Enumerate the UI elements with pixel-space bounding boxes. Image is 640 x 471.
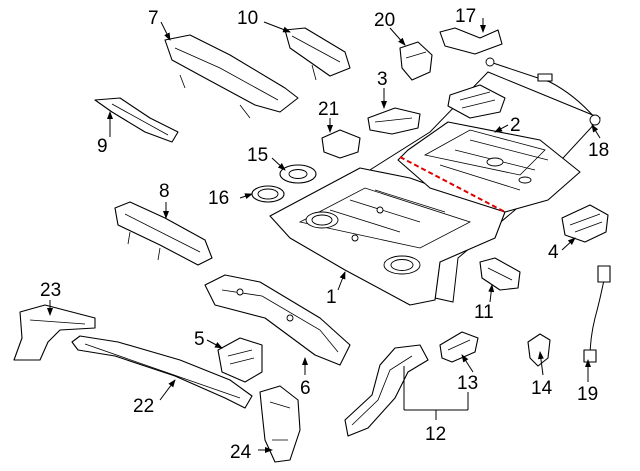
part-21-bracket[interactable] — [321, 129, 361, 159]
callout-20: 20 — [374, 10, 395, 31]
callout-5: 5 — [194, 329, 205, 350]
callout-13: 13 — [457, 373, 478, 394]
part-7-rear-panel-support[interactable] — [164, 34, 299, 119]
part-5-mount[interactable] — [217, 337, 263, 383]
part-6-crossmember[interactable] — [204, 274, 351, 366]
part-4-side-bracket[interactable] — [561, 204, 609, 243]
callout-19: 19 — [577, 384, 598, 405]
callout-23: 23 — [40, 280, 61, 301]
callout-21: 21 — [318, 99, 339, 120]
part-2-floor-pan-section[interactable] — [397, 121, 581, 213]
callout-14: 14 — [531, 378, 553, 399]
callout-7: 7 — [148, 8, 159, 29]
part-16-grommet[interactable] — [251, 185, 285, 203]
part-22-beam[interactable] — [71, 335, 253, 409]
floor-brace-panel[interactable] — [447, 84, 506, 119]
callout-17: 17 — [455, 6, 476, 27]
callout-22: 22 — [133, 396, 154, 417]
part-9-extension[interactable] — [94, 97, 179, 143]
callout-1: 1 — [326, 287, 337, 308]
callout-2: 2 — [510, 115, 521, 136]
callout-4: 4 — [548, 242, 559, 263]
callout-24: 24 — [230, 442, 252, 463]
callout-labels: 7 10 20 17 9 3 21 2 18 15 16 8 4 1 11 23… — [40, 6, 609, 463]
callout-18: 18 — [588, 140, 609, 161]
callout-11: 11 — [474, 302, 494, 323]
part-11-bracket[interactable] — [479, 257, 521, 291]
part-19-sensor[interactable] — [583, 265, 611, 363]
part-8-side-rail[interactable] — [114, 201, 213, 266]
callout-8: 8 — [159, 181, 170, 202]
part-18-harness[interactable] — [485, 57, 601, 126]
callout-9: 9 — [97, 136, 108, 157]
callout-6: 6 — [300, 378, 311, 399]
leader-lines — [47, 18, 601, 453]
part-10-channel[interactable] — [284, 27, 351, 81]
part-1-rear-floor-pan[interactable] — [269, 167, 506, 306]
callout-15: 15 — [247, 145, 268, 166]
part-12-rail[interactable] — [344, 344, 429, 437]
part-13-bracket[interactable] — [439, 331, 479, 363]
callout-12: 12 — [425, 424, 446, 445]
part-17-bracket[interactable] — [439, 27, 503, 55]
cut-line — [399, 156, 506, 213]
callout-10: 10 — [237, 8, 258, 29]
part-20-mount[interactable] — [399, 41, 433, 81]
part-15-cap[interactable] — [279, 164, 317, 184]
part-3-bracket[interactable] — [367, 107, 421, 135]
part-23-bracket[interactable] — [13, 304, 96, 361]
callout-16: 16 — [208, 188, 229, 209]
part-14-clip[interactable] — [527, 333, 551, 367]
part-24-support[interactable] — [259, 385, 301, 463]
callout-3: 3 — [377, 69, 388, 90]
